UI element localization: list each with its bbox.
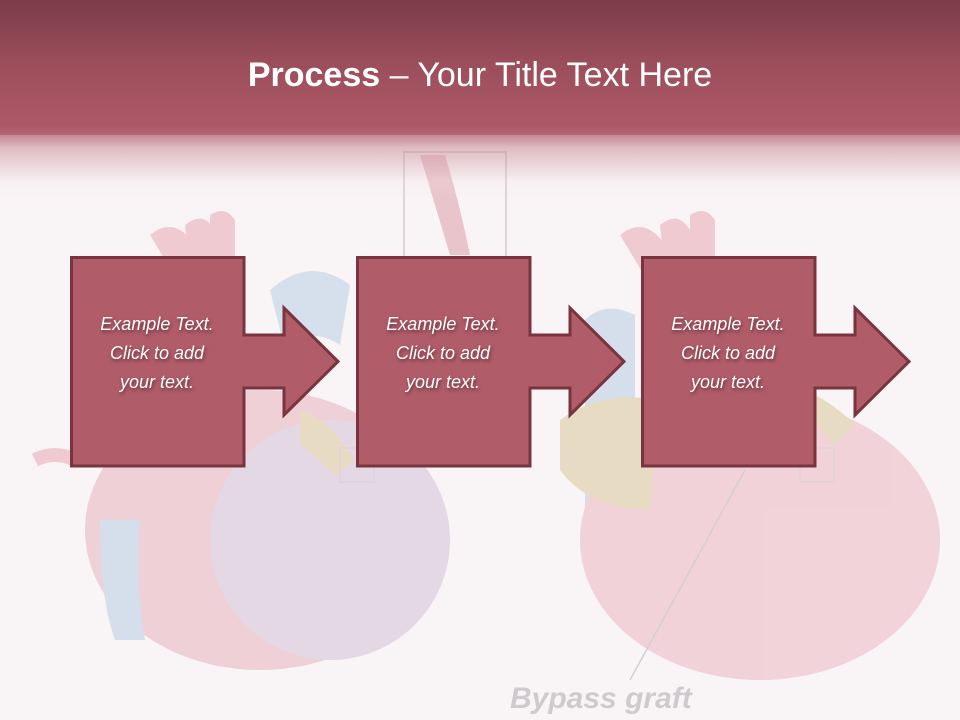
title-bold: Process xyxy=(247,56,381,94)
step-text[interactable]: Example Text. Click to add your text. xyxy=(100,314,214,392)
step-text[interactable]: Example Text. Click to add your text. xyxy=(386,314,500,392)
process-step-3[interactable]: Example Text. Click to add your text. xyxy=(641,256,912,468)
title-bar-fade xyxy=(0,125,960,200)
slide-title[interactable]: Process – Your Title Text Here xyxy=(0,52,960,98)
arrow-callout-shape xyxy=(356,256,627,468)
step-text[interactable]: Example Text. Click to add your text. xyxy=(671,314,785,392)
arrow-callout-shape xyxy=(641,256,912,468)
process-step-1[interactable]: Example Text. Click to add your text. xyxy=(70,256,341,468)
illustration-caption: Bypass graft xyxy=(510,682,692,715)
title-rest: – Your Title Text Here xyxy=(380,56,713,94)
arrow-callout-shape xyxy=(70,256,341,468)
title-bar xyxy=(0,0,960,135)
process-step-2[interactable]: Example Text. Click to add your text. xyxy=(356,256,627,468)
